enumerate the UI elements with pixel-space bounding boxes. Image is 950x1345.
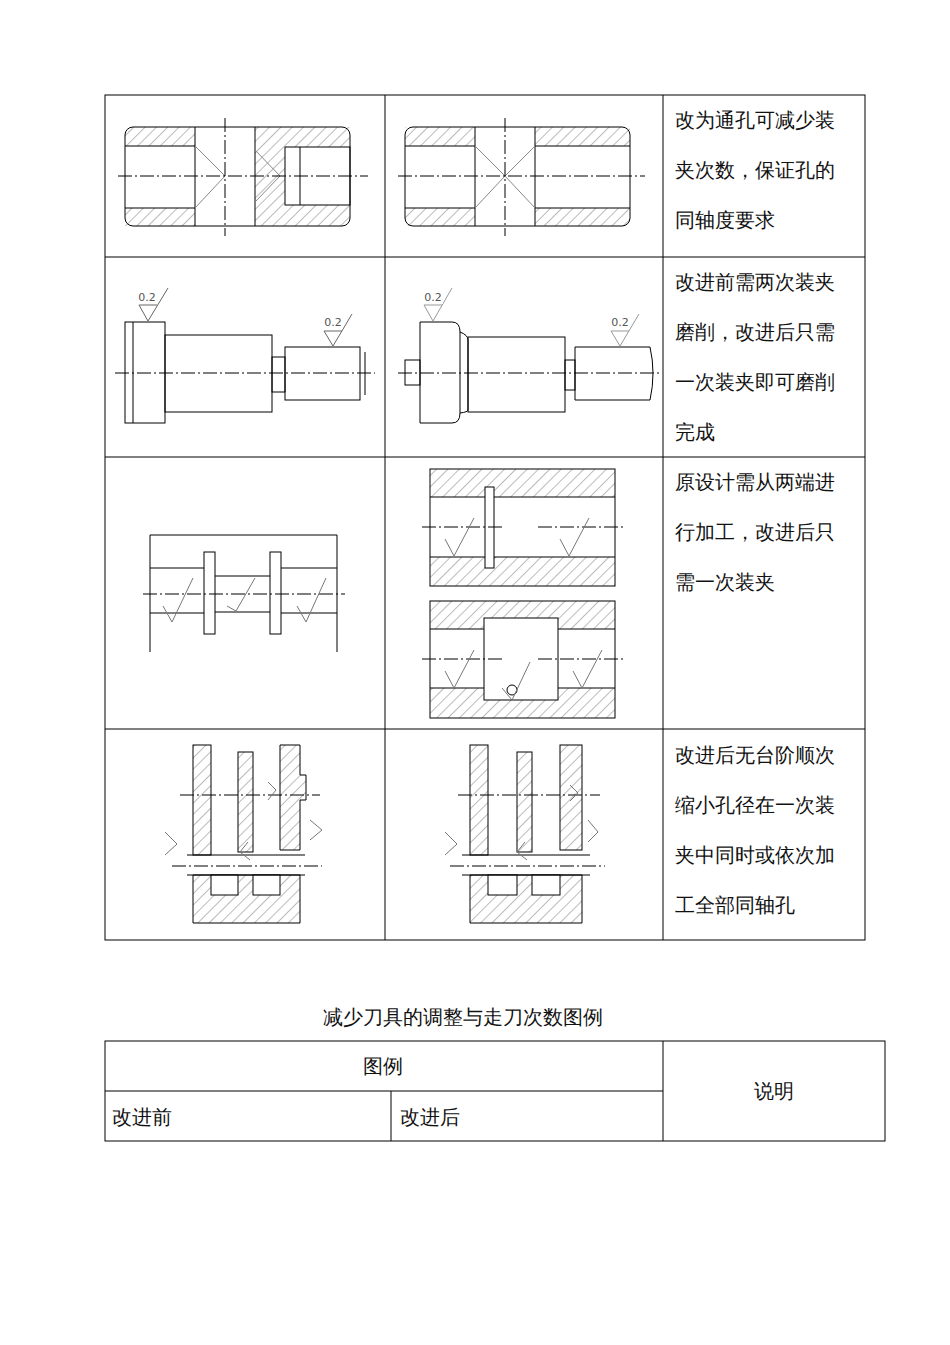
description: 改进后无台阶顺次缩小孔径在一次装夹中同时或依次加工全部同轴孔 (675, 730, 847, 930)
table-header: 改进前 (112, 1104, 172, 1130)
description: 原设计需从两端进行加工，改进后只需一次装夹 (675, 457, 847, 607)
description: 改进前需两次装夹磨削，改进后只需一次装夹即可磨削完成 (675, 257, 847, 457)
table-header: 图例 (363, 1053, 403, 1079)
part-before-1 (118, 118, 368, 236)
shaft-after (398, 288, 662, 423)
part-after-3 (422, 469, 625, 718)
table-header: 说明 (754, 1078, 794, 1104)
part-after-1 (398, 118, 645, 236)
roughness-value: 0.2 (323, 317, 343, 329)
roughness-value: 0.2 (137, 292, 157, 304)
table-header: 改进后 (400, 1104, 460, 1130)
roughness-value: 0.2 (423, 292, 443, 304)
bore-after (445, 745, 605, 923)
part-before-3 (143, 535, 345, 652)
shaft-before (115, 288, 375, 423)
bore-before (165, 745, 322, 923)
roughness-value: 0.2 (610, 317, 630, 329)
description: 改为通孔可减少装夹次数，保证孔的同轴度要求 (675, 95, 847, 245)
table-caption: 减少刀具的调整与走刀次数图例 (323, 1004, 603, 1030)
